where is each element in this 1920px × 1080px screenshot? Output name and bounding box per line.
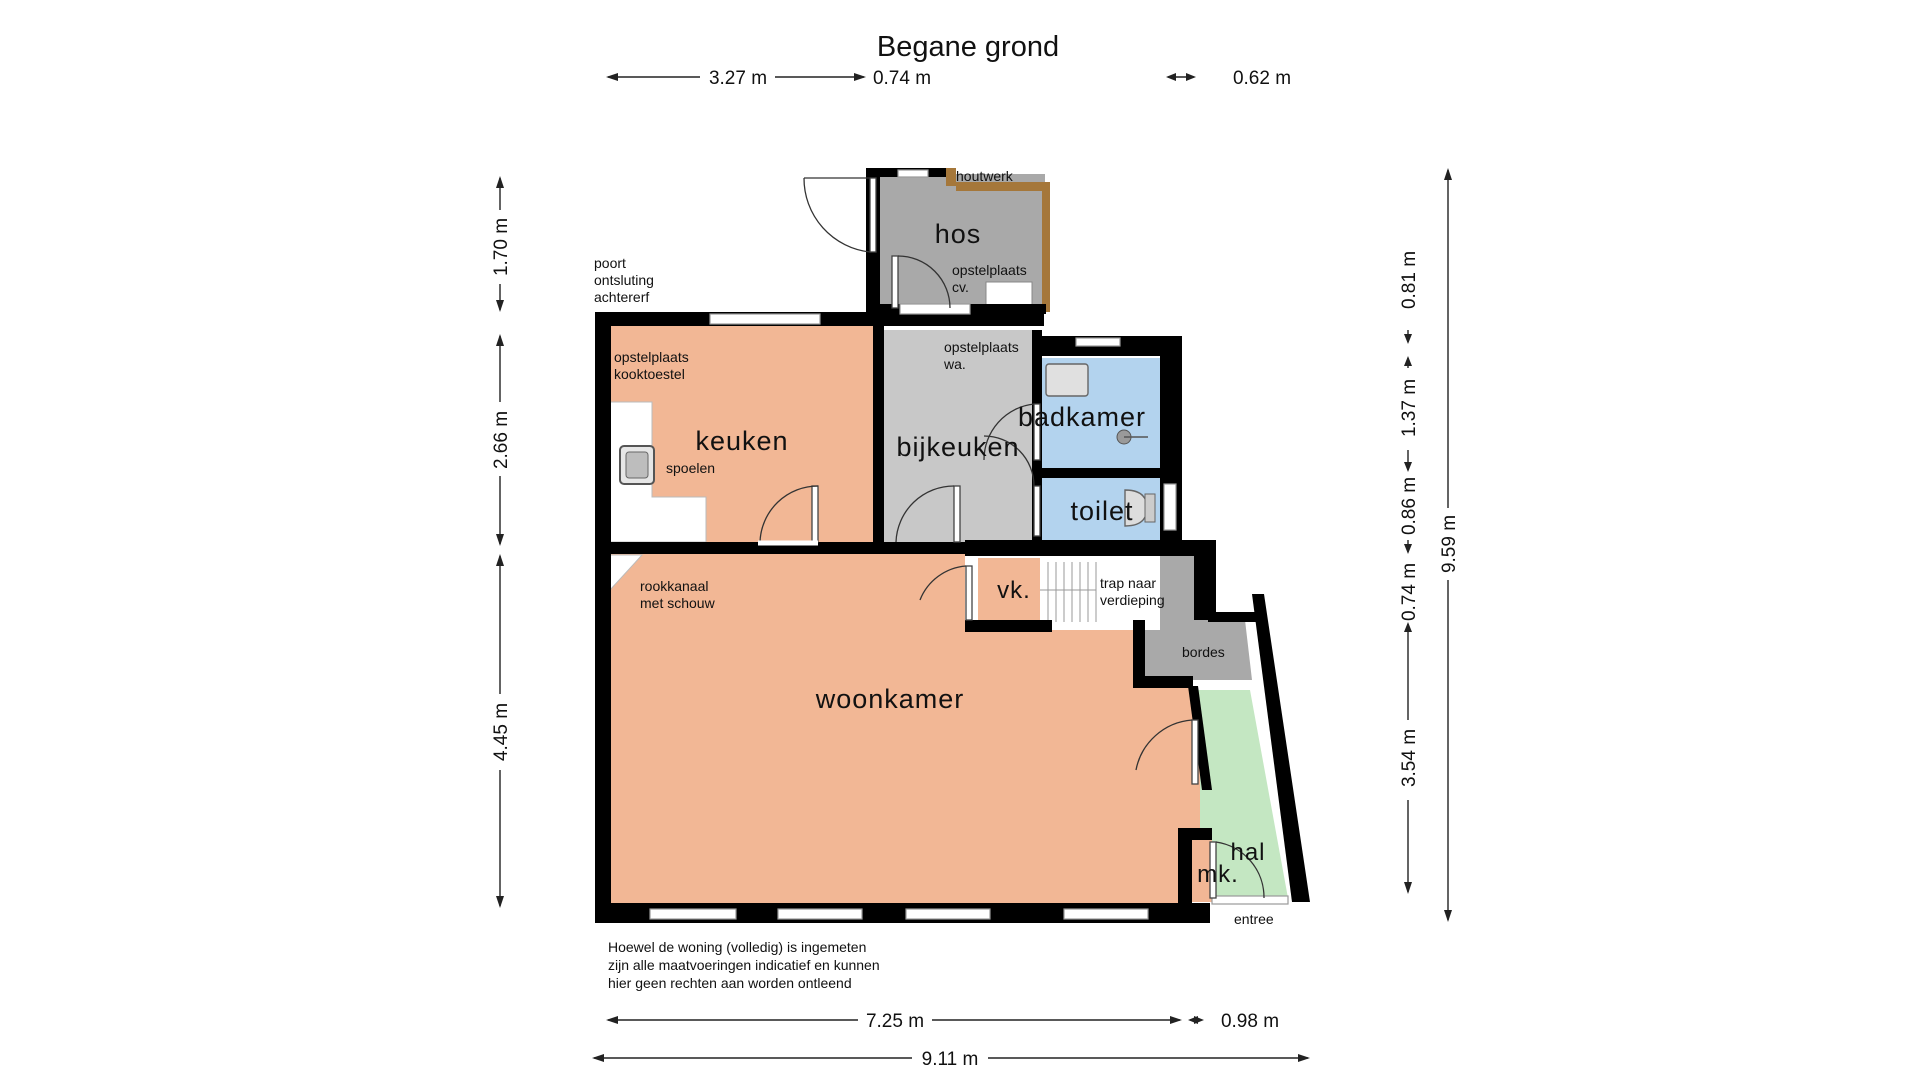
dim-left-3: 4.45 m	[491, 703, 512, 761]
label-entree: entree	[1234, 911, 1274, 927]
dim-right-total: 9.59 m	[1439, 515, 1460, 573]
dim-right-2: 1.37 m	[1399, 379, 1420, 437]
label-bordes: bordes	[1182, 644, 1225, 660]
dim-right-4: 0.74 m	[1399, 563, 1420, 621]
dim-left-1: 1.70 m	[491, 218, 512, 276]
dim-top-mid: 0.74 m	[873, 68, 931, 89]
room-label-woonkamer: woonkamer	[815, 684, 965, 714]
right-dimensions: 0.81 m 1.37 m 0.86 m 0.74 m 3.54 m 9.59 …	[1399, 168, 1460, 922]
stairs-fill	[1040, 556, 1160, 626]
dim-right-5: 3.54 m	[1399, 729, 1420, 787]
bottom-dimensions: 7.25 m 0.98 m 9.11 m	[592, 1011, 1310, 1070]
label-trap: trap naar verdieping	[1100, 575, 1165, 608]
room-label-keuken: keuken	[695, 426, 788, 456]
room-hal-fill	[1196, 690, 1288, 898]
room-woonkamer-fill	[607, 552, 1212, 903]
dim-bottom-2: 0.98 m	[1221, 1011, 1279, 1032]
floor-title: Begane grond	[877, 31, 1059, 63]
room-label-hos: hos	[935, 219, 982, 249]
dim-bottom-total: 9.11 m	[922, 1049, 979, 1070]
room-label-toilet: toilet	[1070, 496, 1133, 526]
room-labels: hos keuken bijkeuken badkamer toilet vk.…	[695, 219, 1265, 888]
windows	[649, 169, 1289, 920]
boiler-icon	[985, 281, 1033, 309]
dim-left-2: 2.66 m	[491, 411, 512, 469]
stair-treads	[1040, 562, 1097, 622]
room-vk-fill	[978, 558, 1044, 624]
label-opstel-kook: opstelplaats kooktoestel	[614, 349, 693, 382]
kitchen-counter	[609, 401, 707, 543]
woodwork	[956, 182, 1050, 191]
label-opstel-cv: opstelplaats cv.	[952, 262, 1031, 295]
dim-bottom-1: 7.25 m	[866, 1011, 924, 1032]
woodwork	[1042, 182, 1050, 312]
woodwork	[946, 168, 956, 186]
room-label-vk: vk.	[997, 577, 1031, 604]
room-label-badkamer: badkamer	[1018, 402, 1146, 432]
left-dimensions: 1.70 m 2.66 m 4.45 m	[491, 176, 512, 908]
dim-top-left: 3.27 m	[709, 68, 767, 89]
room-label-bijkeuken: bijkeuken	[896, 432, 1019, 462]
dim-right-3: 0.86 m	[1399, 477, 1420, 535]
room-fills	[607, 174, 1288, 903]
room-mk-fill	[1190, 840, 1212, 902]
washbasin-icon	[1045, 363, 1089, 397]
doors	[758, 177, 1265, 899]
dim-right-1: 0.81 m	[1399, 251, 1420, 309]
label-houtwerk: houtwerk	[956, 168, 1014, 184]
dim-top-right: 0.62 m	[1233, 68, 1291, 89]
label-spoelen: spoelen	[666, 460, 715, 476]
label-rookkanaal: rookkanaal met schouw	[640, 578, 716, 611]
room-label-hal: hal	[1230, 839, 1265, 866]
label-poort: poort ontsluting achtererf	[594, 255, 658, 305]
room-label-mk: mk.	[1197, 861, 1239, 888]
annotation-labels: houtwerk poort ontsluting achtererf opst…	[594, 168, 1274, 927]
top-dimensions: 3.27 m 0.74 m 0.62 m	[606, 68, 1291, 89]
disclaimer: Hoewel de woning (volledig) is ingemeten…	[608, 939, 884, 991]
label-opstel-wa: opstelplaats wa.	[943, 339, 1023, 372]
